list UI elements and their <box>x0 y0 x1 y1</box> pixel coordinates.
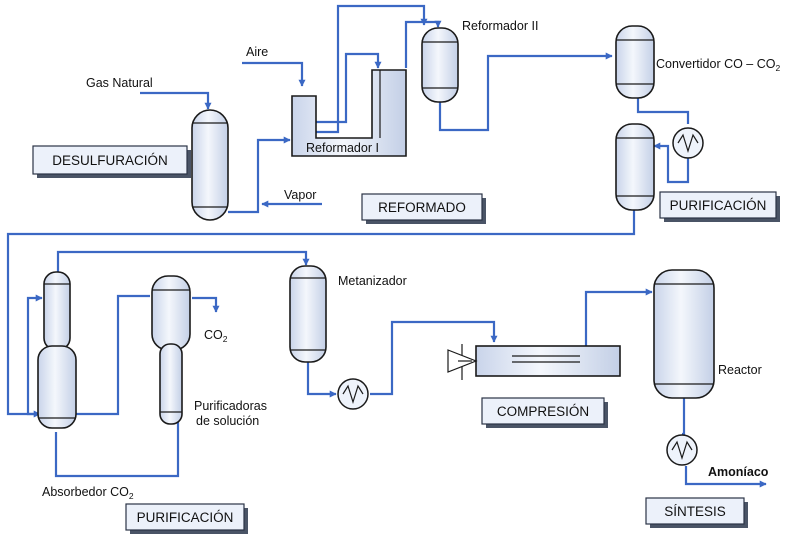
aire-label: Aire <box>246 45 268 59</box>
gas-natural-label: Gas Natural <box>86 76 153 90</box>
reactor-to-exchanger-line <box>682 396 686 436</box>
convertidor-vessel <box>615 25 655 99</box>
purification-exchanger-top <box>672 127 704 159</box>
reformador-1 <box>291 69 407 157</box>
purificadoras-label-line1: Purificadoras <box>194 399 267 413</box>
metanizador-to-exchanger-line <box>306 362 337 398</box>
compressor-to-reactor-line <box>584 288 653 346</box>
amoniaco-product-line <box>684 466 767 488</box>
reactor-vessel <box>653 269 715 399</box>
purificadoras-vessel <box>151 275 191 425</box>
reactor-label: Reactor <box>718 363 762 377</box>
exchanger-to-compressor-line <box>370 320 498 396</box>
reformador-1-label: Reformador I <box>306 141 379 155</box>
purifier-vessel-top <box>615 123 655 211</box>
section-sintesis: SÍNTESIS <box>645 497 748 528</box>
section-compresion: COMPRESIÓN <box>481 397 608 428</box>
absorbedor-co2-vessel <box>37 271 77 429</box>
section-purificacion-bottom-label: PURIFICACIÓN <box>137 510 234 525</box>
aire-line <box>242 61 306 87</box>
absorbedor-label-main: Absorbedor CO <box>42 485 129 499</box>
reformer1-to-reformer2-line <box>404 20 442 68</box>
co2-label-main: CO <box>204 328 223 342</box>
vapor-label: Vapor <box>284 188 316 202</box>
convertidor-label: Convertidor CO – CO2 <box>656 57 780 73</box>
metanizador-exchanger <box>337 378 369 410</box>
convertidor-label-main: Convertidor CO – CO <box>656 57 776 71</box>
section-purificacion-top: PURIFICACIÓN <box>659 191 780 222</box>
reformador-2-vessel <box>421 27 459 103</box>
gas-natural-line <box>140 91 212 110</box>
absorbedor-label-sub: 2 <box>129 491 134 501</box>
synthesis-exchanger <box>666 434 698 466</box>
convertidor-label-sub: 2 <box>775 63 780 73</box>
metanizador-vessel <box>289 265 327 363</box>
section-compresion-label: COMPRESIÓN <box>497 404 589 419</box>
purificadoras-label-line2: de solución <box>196 414 259 428</box>
section-desulfuracion-label: DESULFURACIÓN <box>52 153 168 168</box>
section-sintesis-label: SÍNTESIS <box>664 504 726 519</box>
purifier-to-absorber-line <box>6 208 636 418</box>
desulfurizer-vessel <box>191 109 229 221</box>
section-purificacion-top-label: PURIFICACIÓN <box>670 198 767 213</box>
section-desulfuracion: DESULFURACIÓN <box>32 145 191 178</box>
exchanger-to-purifier-line <box>653 142 690 184</box>
section-reformado-label: REFORMADO <box>378 200 466 215</box>
amoniaco-label: Amoníaco <box>708 465 769 479</box>
compressor <box>447 344 621 380</box>
convertidor-to-exchanger-line <box>636 98 690 124</box>
absorber-bottom-to-purificadoras-line <box>54 420 180 478</box>
absorbedor-label: Absorbedor CO2 <box>42 485 134 501</box>
absorber-to-metanizador-line <box>56 250 310 276</box>
co2-vent-line <box>192 296 220 313</box>
co2-label-sub: 2 <box>223 334 228 344</box>
reformer2-to-convertidor-line <box>438 52 613 132</box>
desulfurizer-to-reformer-line <box>228 136 291 214</box>
co2-label: CO2 <box>204 328 228 344</box>
reformer-inner-loop-2 <box>316 4 428 134</box>
metanizador-label: Metanizador <box>338 274 407 288</box>
section-reformado: REFORMADO <box>361 193 486 224</box>
reformador-2-label: Reformador II <box>462 19 538 33</box>
section-purificacion-bottom: PURIFICACIÓN <box>125 503 248 534</box>
reformer-inner-loop-1 <box>316 52 382 124</box>
